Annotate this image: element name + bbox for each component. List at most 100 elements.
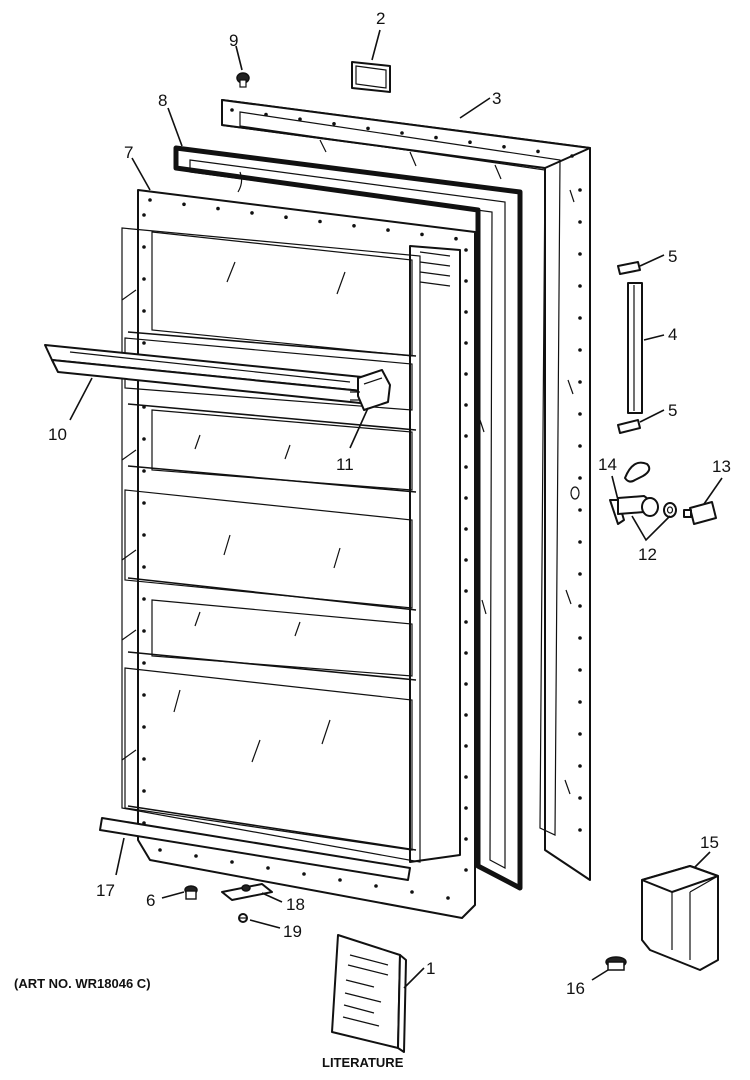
screw-hole [578,380,582,384]
screw-hole [578,796,582,800]
screw-hole [464,465,468,469]
screw-hole [420,232,424,237]
top-plug-cap [351,61,391,93]
screw-hole [578,828,582,832]
door-handle-rail [44,344,373,405]
screw-hole [366,126,370,131]
callout-11: 11 [336,455,354,474]
screw-hole [464,713,468,717]
callout-13: 13 [712,457,731,476]
callout-14: 14 [598,455,617,474]
callout-numbers: 2 3 9 8 7 5 4 5 10 11 14 13 12 15 17 6 1… [48,9,731,998]
callout-10: 10 [48,425,67,444]
screw-hole [142,725,146,729]
outer-panel-screw-holes [230,108,582,832]
hinge-pin-assembly [617,261,643,434]
screw-hole [578,188,582,192]
door-lock-assembly [617,495,677,518]
shelf-cover [641,865,719,971]
screw-hole [464,806,468,810]
screw-hole [284,215,288,219]
callout-5-bottom: 5 [668,401,677,420]
callout-3: 3 [492,89,501,108]
screw-hole [142,277,146,281]
screw-hole [142,661,146,665]
screw-hole [578,764,582,768]
screw-hole [454,236,458,241]
screw-hole [464,248,468,252]
art-number-label: (ART NO. WR18046 C) [14,976,151,991]
screw-hole [578,668,582,672]
screw-hole [578,540,582,544]
screw-hole [464,279,468,283]
hinge-screw [238,913,248,923]
screw-hole [578,700,582,704]
screw-hole [230,108,234,112]
callout-18: 18 [286,895,305,914]
screw-hole [464,403,468,407]
screw-hole [142,789,146,793]
screw-hole [464,310,468,314]
literature-booklet [331,934,407,1053]
literature-caption: LITERATURE [322,1055,404,1070]
screw-hole [464,527,468,531]
screw-hole [400,131,404,135]
screw-hole [464,868,468,872]
callout-7: 7 [124,143,133,162]
screw-hole [142,693,146,697]
screw-hole [230,860,234,864]
screw-hole [142,629,146,633]
screw-hole [142,469,146,473]
screw-hole [142,501,146,505]
top-screw [236,72,250,88]
screw-hole [464,341,468,345]
callout-6: 6 [146,891,155,910]
callout-12: 12 [638,545,657,564]
screw-hole [446,896,450,900]
screw-hole [578,220,582,224]
door-plug [605,956,627,971]
screw-hole [464,372,468,376]
callout-1: 1 [426,959,435,978]
screw-hole [142,213,146,217]
screw-hole [194,854,198,858]
outer-door-panel [221,99,591,881]
screw-hole [464,837,468,841]
door-key [683,501,717,525]
callout-9: 9 [229,31,238,50]
screw-hole [578,444,582,448]
callout-19: 19 [283,922,302,941]
screw-hole [468,140,472,144]
callout-8: 8 [158,91,167,110]
bottom-hinge-plate [221,883,273,901]
screw-hole [302,872,306,876]
callout-17: 17 [96,881,115,900]
door-liner-shelves [121,227,461,863]
liner-screw-holes [142,198,468,900]
screw-hole [570,154,574,158]
screw-hole [142,533,146,537]
screw-hole [352,224,356,228]
screw-hole [142,565,146,569]
screw-hole [386,228,390,232]
screw-hole [578,252,582,256]
screw-hole [578,316,582,320]
screw-hole [250,211,254,215]
screw-hole [536,149,540,154]
screw-hole [464,651,468,655]
screw-hole [142,437,146,441]
screw-hole [578,284,582,288]
screw-hole [266,866,270,870]
screw-hole [464,434,468,438]
screw-hole [578,348,582,352]
screw-hole [578,412,582,416]
screw-hole [464,620,468,624]
screw-hole [464,682,468,686]
door-gasket [173,145,523,891]
screw-hole [578,508,582,512]
screw-hole [578,604,582,608]
callout-leader-lines [69,29,723,989]
screw-hole [464,744,468,748]
bottom-trim-rail [99,817,411,881]
